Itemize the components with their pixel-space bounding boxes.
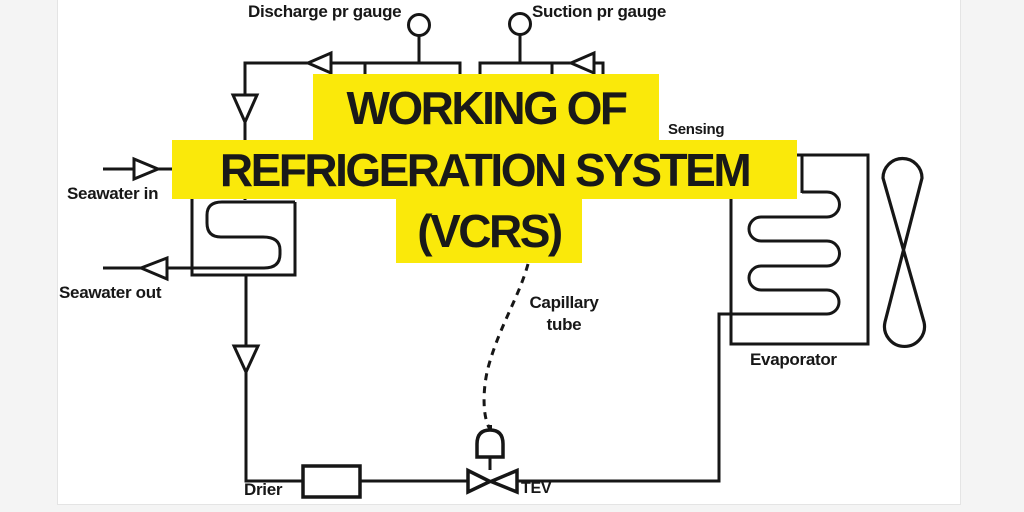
capillary-tube-dashed-line — [482, 263, 530, 430]
evaporator-label: Evaporator — [750, 350, 837, 369]
title-line-3: (VCRS) — [396, 198, 582, 263]
tev-valve-icon — [466, 467, 519, 495]
title-line-2: REFRIGERATION SYSTEM — [172, 140, 797, 199]
evaporator-coil — [731, 190, 841, 316]
discharge-pressure-gauge-icon — [407, 13, 431, 37]
flow-arrow-seawater-out — [136, 255, 169, 282]
evaporator-shell — [729, 153, 870, 346]
sensing-bulb-icon — [475, 428, 505, 459]
capillary-tube-label: Capillary tube — [529, 293, 599, 335]
liquid-line — [244, 275, 303, 483]
flow-arrow-liquid-down — [231, 344, 261, 376]
tev-to-evaporator-pipe — [517, 312, 731, 483]
flow-arrow-discharge-left — [304, 50, 333, 76]
title-text-3: (VCRS) — [417, 204, 563, 257]
sensing-bulb-label: Sensing — [668, 121, 725, 138]
drier-label: Drier — [244, 480, 283, 499]
flow-arrow-condenser-down — [230, 93, 260, 126]
title-line-1: WORKING OF — [313, 74, 659, 141]
seawater-out-label: Seawater out — [59, 283, 162, 302]
suction-gauge-label: Suction pr gauge — [532, 2, 667, 21]
flow-arrow-suction-left — [567, 50, 596, 76]
flow-arrow-seawater-in — [132, 156, 162, 182]
condenser-coil — [167, 200, 295, 270]
title-text-2: REFRIGERATION SYSTEM — [219, 143, 752, 196]
seawater-in-label: Seawater in — [67, 184, 159, 203]
fan-icon — [881, 156, 927, 349]
condenser-shell — [190, 196, 297, 277]
title-text-1: WORKING OF — [346, 81, 628, 134]
tev-label: TEV — [521, 480, 552, 497]
discharge-gauge-label: Discharge pr gauge — [248, 2, 402, 21]
suction-pressure-gauge-icon — [508, 12, 532, 36]
drier-box — [301, 464, 362, 499]
